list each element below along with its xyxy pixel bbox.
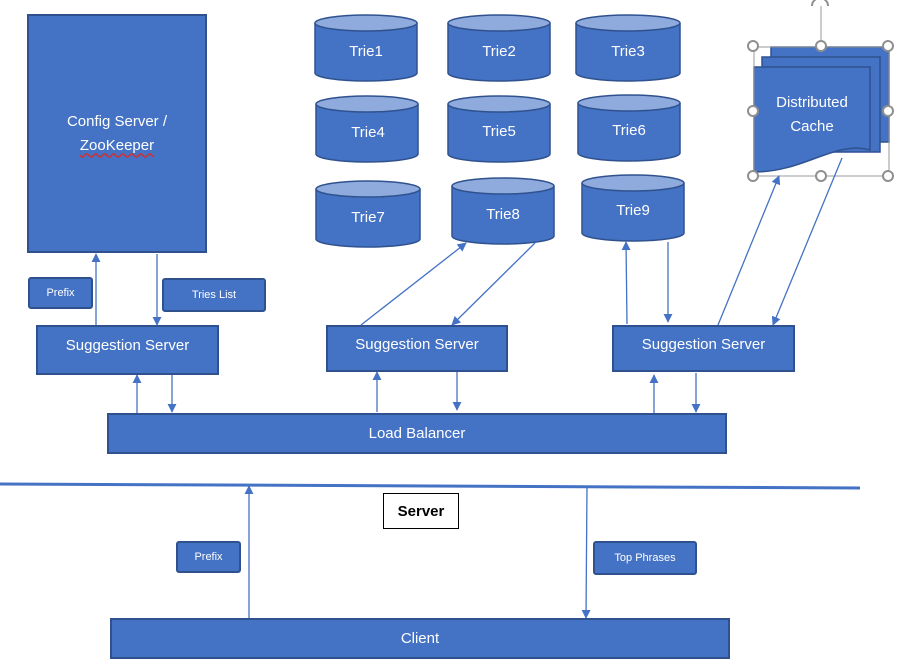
trie-7: Trie7 [315, 180, 421, 248]
server-boundary-line [0, 482, 861, 490]
trie-9: Trie9 [581, 174, 685, 242]
tries-list-label: Tries List [162, 278, 266, 312]
resize-handle[interactable] [882, 105, 894, 117]
cache-label-line1: Distributed [776, 94, 848, 111]
cache-label-line2: Cache [790, 118, 833, 135]
suggestion-server-3: Suggestion Server [612, 325, 795, 372]
resize-handle[interactable] [882, 170, 894, 182]
resize-handle[interactable] [747, 105, 759, 117]
trie-label: Trie4 [351, 124, 385, 141]
trie-label: Trie8 [486, 206, 520, 223]
top-phrases-label: Top Phrases [593, 541, 697, 575]
trie-label: Trie1 [349, 43, 383, 60]
resize-handle[interactable] [747, 170, 759, 182]
trie-label: Trie5 [482, 123, 516, 140]
resize-handle[interactable] [815, 40, 827, 52]
config-server-line1: Config Server / [66, 112, 168, 130]
trie-5: Trie5 [447, 95, 551, 163]
trie-label: Trie2 [482, 43, 516, 60]
trie-1: Trie1 [314, 14, 418, 82]
trie-4: Trie4 [315, 95, 419, 163]
config-server-line2: ZooKeeper [79, 136, 155, 154]
trie-label: Trie9 [616, 202, 650, 219]
server-region-label: Server [383, 493, 459, 529]
suggestion-server-1: Suggestion Server [36, 325, 219, 375]
trie-3: Trie3 [575, 14, 681, 82]
trie-2: Trie2 [447, 14, 551, 82]
trie-8: Trie8 [451, 177, 555, 245]
prefix-label-top: Prefix [28, 277, 93, 309]
suggestion-server-2: Suggestion Server [326, 325, 508, 372]
connectors [91, 157, 843, 619]
trie-6: Trie6 [577, 94, 681, 162]
prefix-label-bottom: Prefix [176, 541, 241, 573]
config-server-box: Config Server / ZooKeeper [27, 14, 207, 253]
distributed-cache: Distributed Cache [753, 0, 890, 177]
load-balancer: Load Balancer [107, 413, 727, 454]
client-box: Client [110, 618, 730, 659]
resize-handle[interactable] [747, 40, 759, 52]
trie-cylinders: Trie1 Trie2 Trie3 Trie4 Trie5 Trie6 [314, 14, 685, 248]
trie-label: Trie6 [612, 122, 646, 139]
rotate-handle-icon[interactable] [811, 0, 829, 7]
resize-handle[interactable] [882, 40, 894, 52]
resize-handle[interactable] [815, 170, 827, 182]
trie-label: Trie3 [611, 43, 645, 60]
trie-label: Trie7 [351, 209, 385, 226]
